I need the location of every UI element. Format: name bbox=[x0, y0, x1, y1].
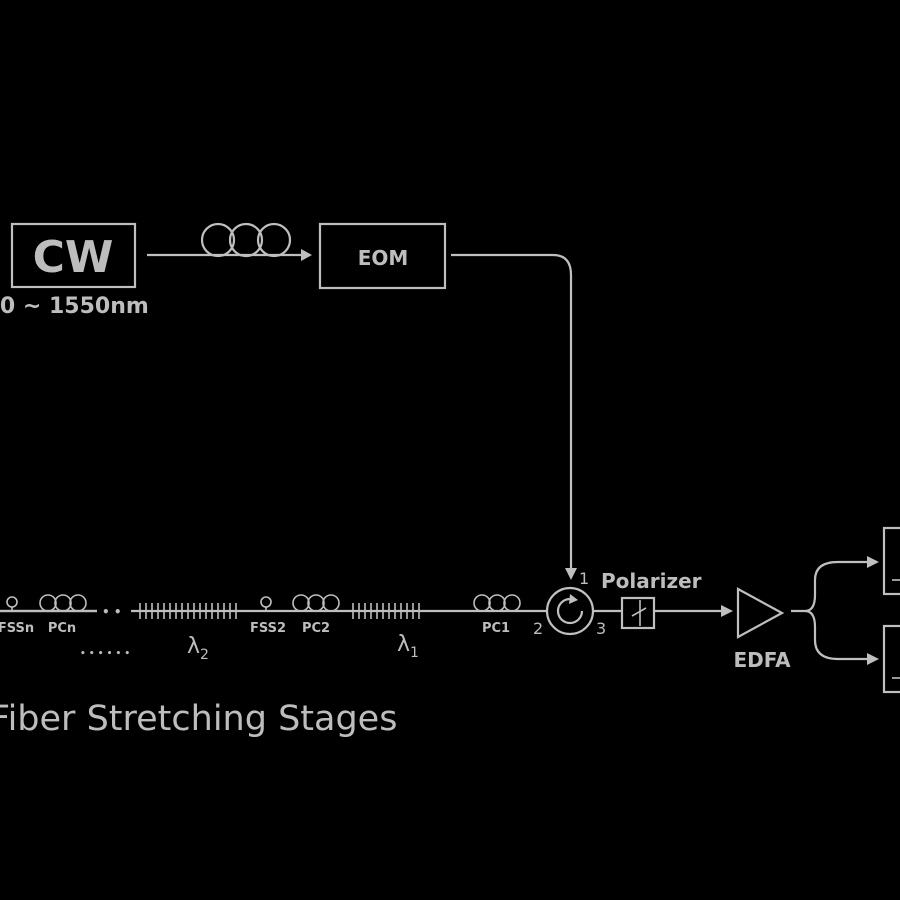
circulator-port-1: 1 bbox=[579, 569, 589, 588]
fiber-grating-1-icon bbox=[352, 603, 420, 619]
wavelength-label: λ0 ~ 1550nm bbox=[0, 294, 149, 319]
edfa-amplifier-icon bbox=[736, 587, 785, 639]
stage-continuation-dots: • • bbox=[102, 605, 122, 619]
pc1-coil-icon bbox=[473, 594, 521, 612]
arrow-head-icon bbox=[867, 653, 879, 665]
stage-vertical-ellipsis: • • • • • • bbox=[80, 649, 130, 659]
polarizer-icon bbox=[631, 600, 647, 626]
pc2-label: PC2 bbox=[302, 621, 330, 636]
polarizer-box bbox=[620, 596, 656, 630]
fss2-label: FSS2 bbox=[250, 621, 286, 636]
arrow-head-icon bbox=[867, 556, 879, 568]
fiber-edfa-split-upper bbox=[791, 560, 868, 613]
fiber-coil-icon bbox=[200, 222, 292, 258]
fiber-stretching-stages-title: Fiber Stretching Stages bbox=[0, 699, 397, 739]
output-box-upper bbox=[882, 526, 900, 596]
lambda2-label: λ2 bbox=[187, 634, 209, 663]
pc2-coil-icon bbox=[292, 594, 340, 612]
cw-laser-label: CW bbox=[33, 232, 114, 283]
pc1-label: PC1 bbox=[482, 621, 510, 636]
edfa-label: EDFA bbox=[733, 648, 791, 672]
lambda1-label: λ1 bbox=[397, 632, 419, 661]
circulator-icon bbox=[545, 586, 595, 636]
eom-box bbox=[318, 222, 447, 290]
cw-laser-box bbox=[10, 222, 137, 289]
arrow-head-icon bbox=[301, 249, 312, 261]
polarizer-label: Polarizer bbox=[601, 569, 702, 593]
pcn-coil-icon bbox=[39, 594, 87, 612]
eom-label: EOM bbox=[358, 246, 409, 270]
arrow-head-icon bbox=[565, 568, 577, 580]
fiber-gap-mask bbox=[97, 604, 131, 618]
fiber-edfa-split-lower bbox=[804, 609, 868, 661]
fss2-stretcher-icon bbox=[260, 596, 272, 611]
circulator-port-3: 3 bbox=[596, 619, 606, 638]
fssn-stretcher-icon bbox=[6, 596, 18, 611]
fssn-label: FSSn bbox=[0, 621, 34, 636]
output-box-lower bbox=[882, 624, 900, 694]
fiber-eom-to-circulator bbox=[451, 253, 573, 568]
circulator-port-2: 2 bbox=[533, 619, 543, 638]
fiber-grating-2-icon bbox=[139, 603, 237, 619]
pcn-label: PCn bbox=[48, 621, 76, 636]
arrow-head-icon bbox=[721, 605, 733, 617]
